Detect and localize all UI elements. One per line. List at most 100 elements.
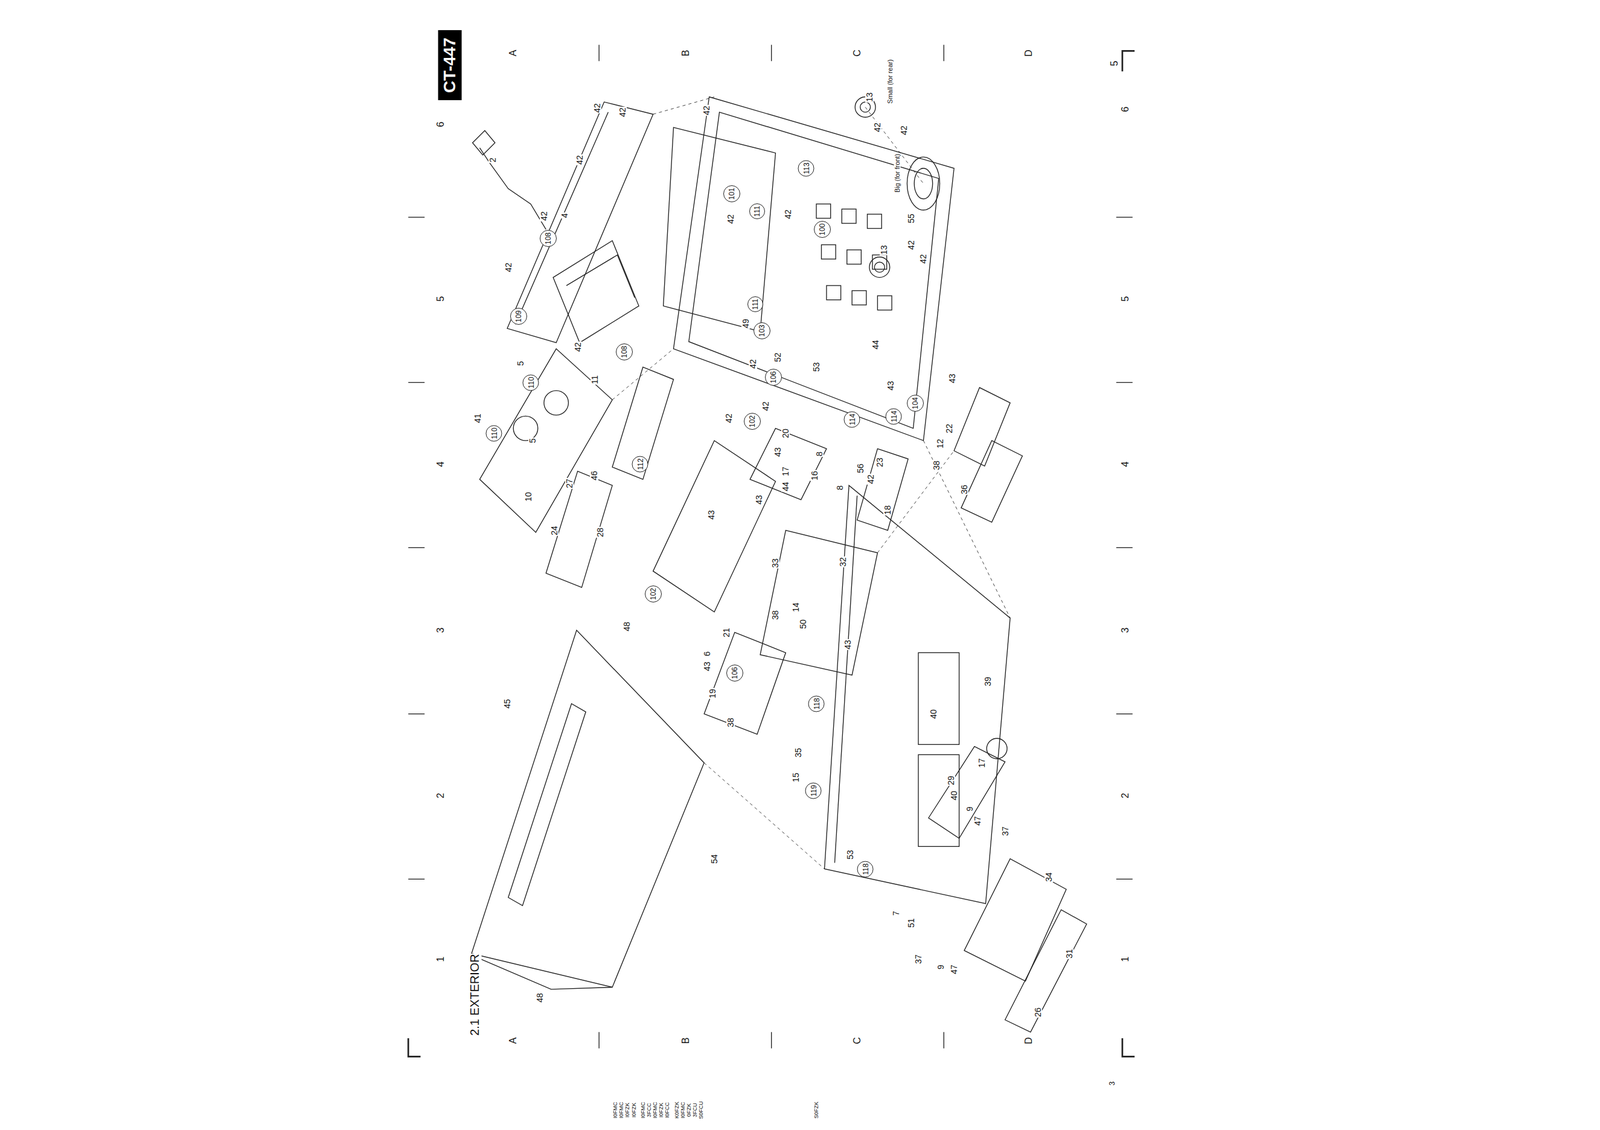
callout-number: 44: [871, 339, 880, 351]
hole: [847, 249, 862, 265]
callout-number: 110: [522, 374, 539, 391]
callout-number: 31: [1065, 948, 1074, 960]
hole: [867, 214, 883, 229]
circuit-board: [663, 127, 776, 332]
callout-number: 12: [935, 438, 945, 450]
callout-number: 101: [723, 185, 741, 203]
callout-number: 114: [844, 411, 861, 428]
callout-number: 54: [710, 853, 719, 865]
callout-number: 38: [726, 717, 735, 729]
part-outline: [545, 471, 613, 589]
callout-number: 42: [618, 106, 627, 118]
callout-number: 43: [754, 494, 764, 506]
callout-number: 29: [946, 775, 956, 787]
feet: [854, 97, 940, 278]
callout-number: 42: [573, 341, 583, 353]
callout-number: 15: [791, 772, 800, 784]
grid-reference: 2: [1120, 792, 1131, 800]
grid-reference: 2: [435, 792, 446, 800]
callout-number: 11: [590, 374, 599, 385]
callout-number: 8: [835, 484, 845, 491]
part-edge: [566, 254, 635, 298]
part-outline: [857, 448, 909, 531]
grid-reference: C: [852, 48, 863, 58]
callout-number: 43: [702, 661, 712, 672]
callout-number: 17: [781, 466, 790, 477]
callout-number: 42: [918, 253, 928, 265]
grid-reference: 6: [1120, 105, 1131, 113]
grid-reference: 5: [1120, 295, 1131, 303]
front-panel: [824, 485, 1011, 904]
grid-reference: B: [681, 1037, 691, 1046]
model-code: I0FMC: [652, 1101, 659, 1119]
part-outline: [673, 97, 954, 441]
callout-number: 108: [539, 230, 557, 247]
transformer: [553, 240, 639, 343]
grid-reference: 4: [1120, 461, 1131, 468]
grid-reference: C: [852, 1036, 863, 1046]
callout-number: 10: [524, 491, 533, 503]
callout-number: 110: [485, 425, 502, 442]
callout-number: 5: [528, 437, 537, 444]
callout-number: 47: [973, 816, 982, 828]
callout-number: 9: [936, 964, 945, 971]
grid-tick: [943, 44, 945, 61]
corner-mark: [1122, 50, 1135, 72]
callout-number: 32: [838, 556, 848, 568]
note-text: Big (for front): [893, 153, 901, 194]
callout-number: 114: [885, 408, 903, 425]
grid-tick: [771, 44, 772, 61]
model-badge: CT-447: [438, 30, 462, 101]
grid-reference: D: [1024, 48, 1034, 58]
callout-number: 109: [510, 307, 528, 325]
grid-tick: [1116, 547, 1133, 549]
grid-tick: [598, 44, 599, 61]
callout-number: 119: [804, 782, 822, 799]
grid-tick: [408, 713, 425, 715]
callout-number: 42: [575, 155, 584, 167]
callout-number: 111: [749, 203, 765, 220]
part-outline: [964, 859, 1067, 982]
callout-number: 8: [815, 451, 824, 458]
plug: [472, 130, 496, 156]
top-cover: [471, 630, 704, 990]
model-code: I0FZK: [624, 1102, 631, 1119]
foot-ring: [906, 156, 940, 211]
callout-number: 40: [929, 708, 938, 720]
callout-number: 102: [644, 585, 662, 603]
model-code: 0FZK: [685, 1103, 692, 1118]
model-code: I0FMC: [612, 1101, 619, 1119]
part-outline: [1005, 909, 1087, 1033]
callout-number: 42: [504, 262, 513, 273]
callout-number: 7: [891, 910, 901, 917]
grid-reference: A: [508, 1037, 519, 1046]
leader-line: [877, 451, 954, 554]
callout-number: 49: [741, 318, 750, 330]
grid-tick: [771, 1032, 772, 1049]
part-edge: [479, 958, 613, 990]
switch-boards: [928, 387, 1087, 1033]
callout-number: 42: [539, 210, 549, 222]
callout-number: 103: [753, 322, 771, 340]
callout-number: 22: [944, 423, 954, 435]
power-cord: [472, 130, 547, 230]
grid-tick: [1116, 216, 1133, 218]
grid-tick: [408, 879, 425, 880]
model-code: I0FZK: [630, 1102, 637, 1119]
callout-number: 104: [906, 394, 924, 412]
grid-reference: 5: [435, 295, 446, 303]
part-outline: [749, 428, 827, 500]
callout-number: 53: [845, 849, 855, 861]
callout-number: 42: [906, 239, 916, 251]
callout-number: 19: [708, 688, 717, 700]
callout-number: 4: [560, 212, 569, 219]
callout-number: 42: [748, 359, 758, 371]
callout-number: 23: [875, 457, 884, 468]
leader-lines: [612, 97, 1011, 870]
hole: [826, 285, 842, 301]
grid-tick: [1116, 382, 1133, 383]
callout-number: 42: [899, 125, 909, 137]
callout-number: 42: [726, 214, 735, 226]
part-edge: [834, 495, 857, 863]
knob: [986, 738, 1008, 759]
